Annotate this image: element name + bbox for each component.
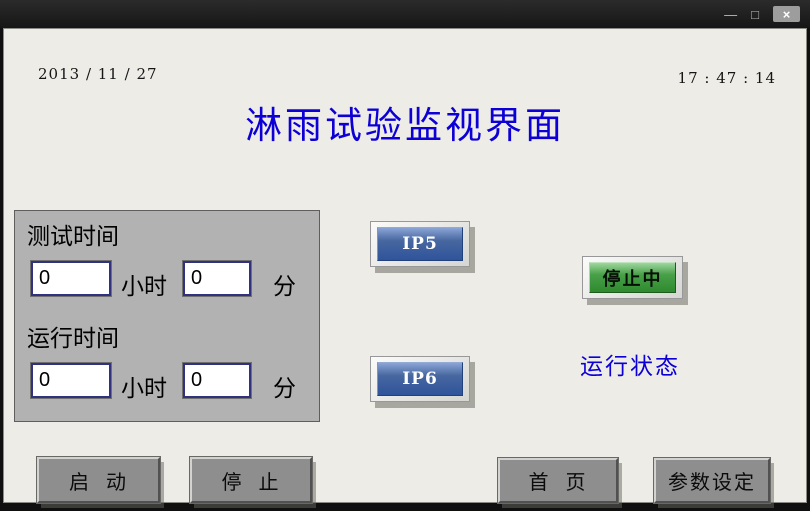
- ip6-button-label: IP6: [377, 362, 463, 396]
- page-title: 淋雨试验监视界面: [245, 105, 565, 146]
- window-controls: — □ ×: [724, 0, 800, 28]
- run-hours-input[interactable]: [31, 363, 111, 398]
- run-minutes-input[interactable]: [183, 363, 251, 398]
- test-time-label: 测试时间: [27, 223, 119, 249]
- maximize-icon[interactable]: □: [751, 6, 759, 22]
- test-hours-unit-label: 小时: [121, 273, 167, 299]
- test-minutes-unit-label: 分: [273, 273, 296, 299]
- start-button[interactable]: 启 动: [36, 456, 161, 504]
- run-status-caption: 运行状态: [580, 353, 680, 379]
- time-display: 17 : 47 : 14: [677, 69, 776, 87]
- titlebar: — □ ×: [0, 0, 810, 28]
- main-screen: 2013 / 11 / 27 17 : 47 : 14 淋雨试验监视界面 测试时…: [3, 28, 807, 504]
- run-status-indicator-label: 停止中: [589, 262, 676, 293]
- test-hours-input[interactable]: [31, 261, 111, 296]
- run-time-label: 运行时间: [27, 325, 119, 351]
- run-minutes-unit-label: 分: [273, 375, 296, 401]
- run-hours-unit-label: 小时: [121, 375, 167, 401]
- ip6-button[interactable]: IP6: [370, 356, 470, 402]
- ip5-button-label: IP5: [377, 227, 463, 261]
- minimize-icon[interactable]: —: [724, 6, 738, 22]
- date-display: 2013 / 11 / 27: [38, 65, 158, 83]
- stop-button[interactable]: 停 止: [189, 456, 313, 504]
- time-panel: 测试时间 小时 分 运行时间 小时 分: [14, 210, 320, 422]
- test-minutes-input[interactable]: [183, 261, 251, 296]
- home-button[interactable]: 首 页: [497, 457, 619, 504]
- run-status-indicator[interactable]: 停止中: [582, 256, 683, 299]
- close-icon[interactable]: ×: [773, 6, 800, 22]
- parameter-settings-button[interactable]: 参数设定: [653, 457, 771, 504]
- ip5-button[interactable]: IP5: [370, 221, 470, 267]
